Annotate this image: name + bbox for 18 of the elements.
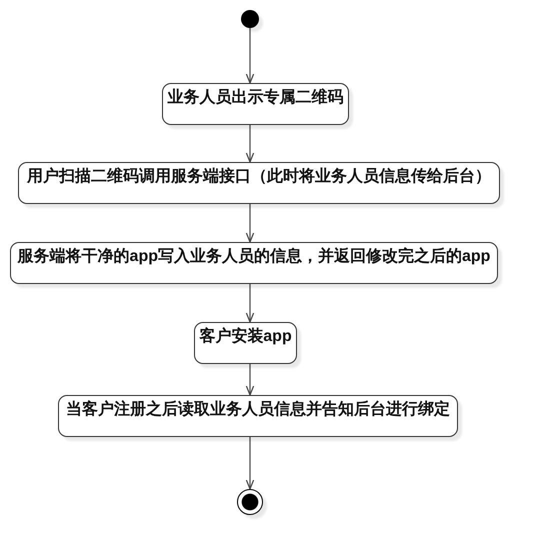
arrow	[246, 284, 254, 323]
action-text: 服务端将干净的app写入业务人员的信息，并返回修改完之后的app	[18, 247, 490, 267]
action-box	[10, 242, 498, 284]
start-node	[241, 10, 259, 28]
action-text: 当客户注册之后读取业务人员信息并告知后台进行绑定	[66, 400, 450, 420]
arrow	[246, 125, 254, 163]
action-box	[58, 395, 458, 437]
end-node	[237, 489, 263, 515]
action-box	[18, 162, 500, 204]
action-text: 用户扫描二维码调用服务端接口（此时将业务人员信息传给后台）	[27, 167, 491, 187]
arrow	[246, 437, 254, 490]
arrow	[246, 204, 254, 243]
action-text: 业务人员出示专属二维码	[168, 88, 344, 108]
arrow	[246, 364, 254, 396]
action-box	[194, 322, 297, 364]
arrow	[246, 28, 254, 84]
action-box	[162, 83, 349, 125]
action-text: 客户安装app	[199, 327, 292, 347]
